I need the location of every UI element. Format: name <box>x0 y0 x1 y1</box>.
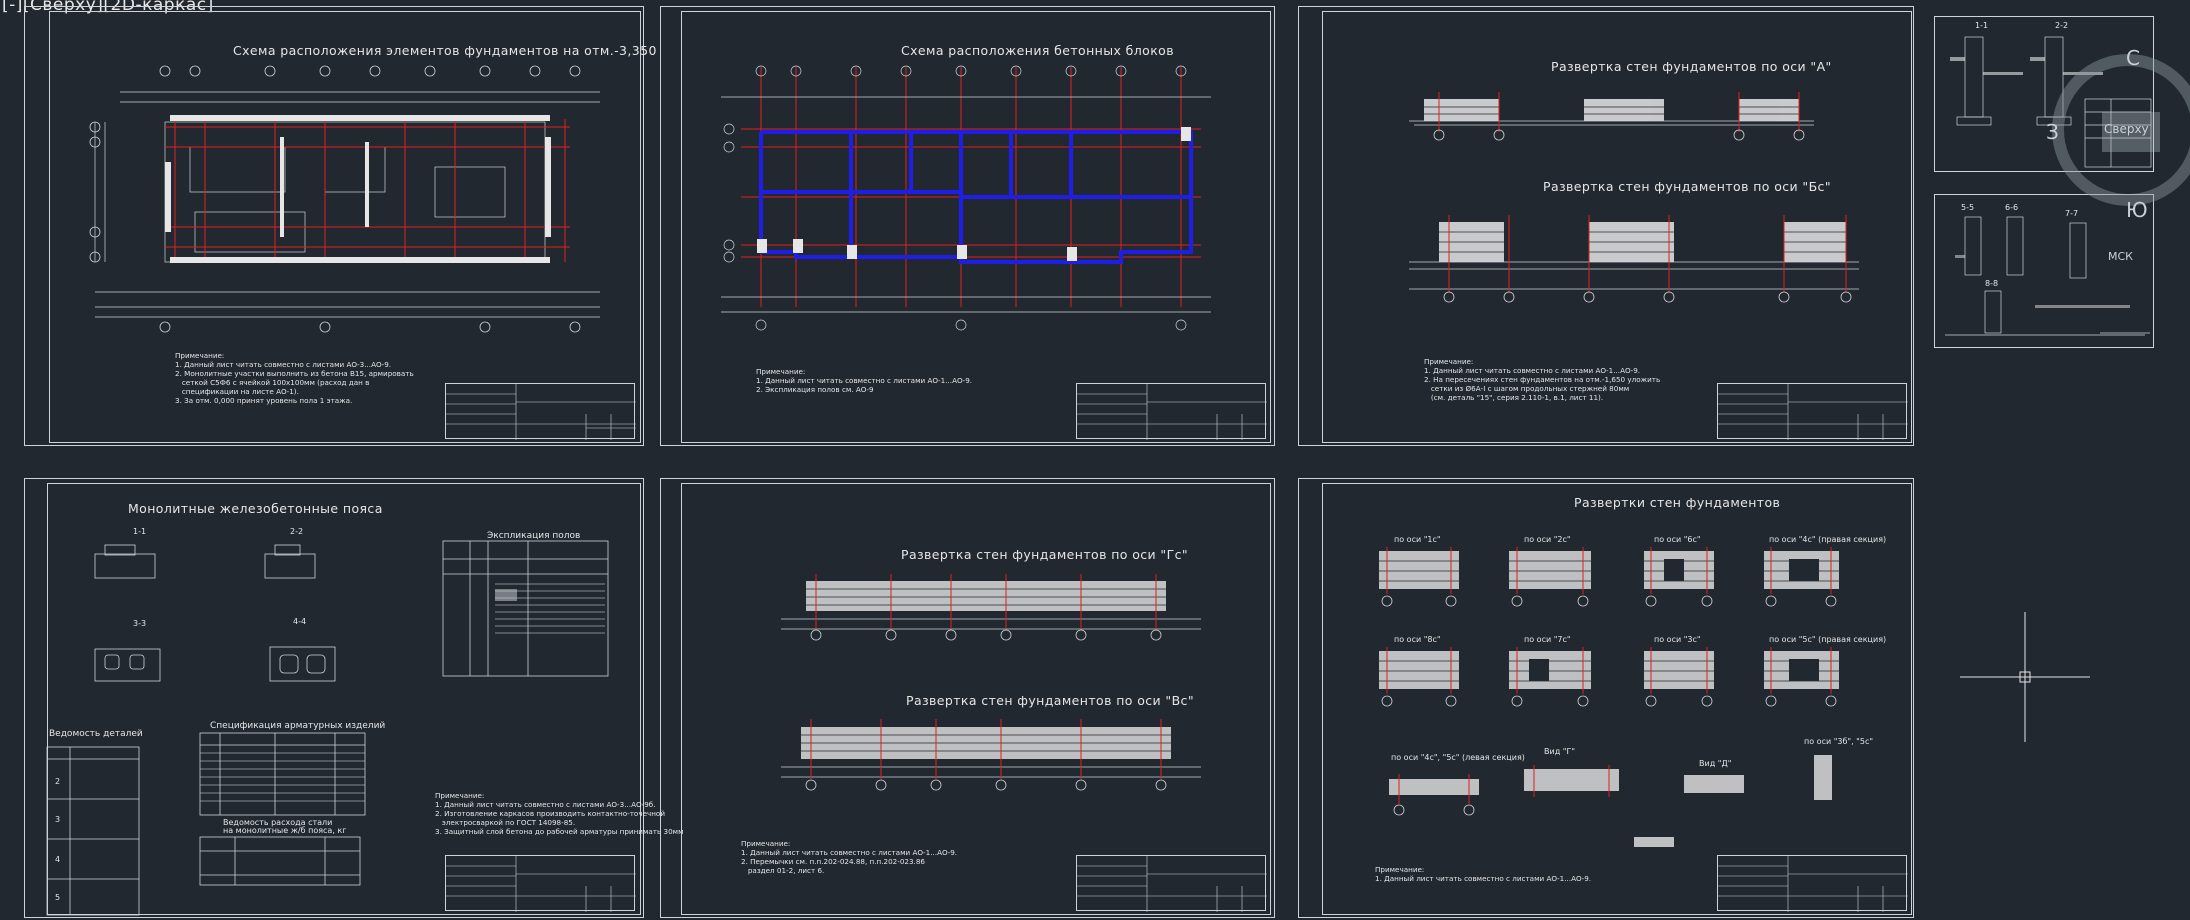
sheet-notes: Примечание: 1. Данный лист читать совмес… <box>435 791 684 836</box>
drawing-sheet-foundation-layout: Схема расположения элементов фундаментов… <box>24 6 656 446</box>
parts-row-5: 5 <box>55 893 61 902</box>
title-block-grid <box>1077 856 1267 912</box>
title-block-grid <box>446 384 636 440</box>
viewcube-ring[interactable] <box>2040 10 2190 280</box>
drawing-sheet-reinforced-belts: Монолитные железобетонные пояса 1-1 2-2 … <box>24 478 684 918</box>
drawing-sheet-small-sections-2: 5-5 6-6 7-7 8-8 <box>1934 194 2154 348</box>
section-label-1: 1-1 <box>133 527 147 536</box>
title-block-grid <box>446 856 636 912</box>
sheet-notes: Примечание: 1. Данный лист читать совмес… <box>756 367 973 394</box>
sheet-notes: Примечание: 1. Данный лист читать совмес… <box>1424 357 1661 402</box>
sheet-frame <box>49 11 641 443</box>
title-block <box>1076 855 1267 912</box>
title-block-grid <box>1077 384 1267 440</box>
drawing-sheet-wall-elevations: Развертки стен фундаментов по оси "1с" п… <box>1298 478 1914 918</box>
sheet-notes: Примечание: 1. Данный лист читать совмес… <box>1375 865 1592 883</box>
section-label-4: 4-4 <box>293 617 307 626</box>
sheet-notes: Примечание: 1. Данный лист читать совмес… <box>175 351 414 405</box>
compass-south[interactable]: Ю <box>2126 198 2148 222</box>
sheet-title: Развертка стен фундаментов по оси "Гс" <box>901 547 1189 562</box>
sheet-title: Схема расположения бетонных блоков <box>901 43 1174 58</box>
elevation-label-4c-5c-left: по оси "4с", "5с" (левая секция) <box>1391 753 1525 762</box>
wall-elevations-drawing <box>1379 547 1839 847</box>
sheet-title: Монолитные железобетонные пояса <box>128 501 383 516</box>
section-label-7-7: 7-7 <box>2065 209 2079 218</box>
viewcube-navigation[interactable]: С З Ю Сверху МСК <box>2040 10 2190 280</box>
view-label-d: Вид "Д" <box>1699 759 1732 768</box>
wall-elevation-drawing <box>1409 92 1859 303</box>
elevation-label-7c: по оси "7с" <box>1524 635 1571 644</box>
section-label-3: 3-3 <box>133 619 147 628</box>
sheet-title: Развертка стен фундаментов по оси "А" <box>1551 59 1832 74</box>
title-block <box>445 383 636 440</box>
steel-consumption-title: Ведомость расхода стали на монолитные ж/… <box>223 818 347 835</box>
small-sections-drawing-1 <box>1950 36 2152 168</box>
sheet-subtitle: Развертка стен фундаментов по оси "Бс" <box>1543 179 1831 194</box>
compass-north[interactable]: С <box>2126 46 2140 70</box>
drawing-sheet-concrete-blocks: Схема расположения бетонных блоков <box>660 6 1275 446</box>
section-label-8-8: 8-8 <box>1985 279 1999 288</box>
reinforcement-spec-title: Спецификация арматурных изделий <box>210 721 386 731</box>
sheet-frame <box>1322 483 1912 915</box>
section-label-5-5: 5-5 <box>1961 203 1975 212</box>
sheet-frame <box>681 11 1271 443</box>
belt-sections-drawing <box>46 540 609 916</box>
wall-elevation-gs-drawing <box>781 574 1201 791</box>
sheet-subtitle: Развертка стен фундаментов по оси "Вс" <box>906 693 1194 708</box>
small-sections-drawing-2 <box>1945 216 2150 336</box>
elevation-label-2c: по оси "2с" <box>1524 535 1571 544</box>
drawing-sheet-small-sections-1: 1-1 2-2 <box>1934 16 2154 172</box>
compass-west[interactable]: З <box>2046 120 2059 144</box>
sheet-title: Развертки стен фундаментов <box>1574 495 1781 510</box>
parts-row-2: 2 <box>55 777 61 786</box>
wcs-menu[interactable]: МСК <box>2108 250 2133 263</box>
viewcube-top-face[interactable]: Сверху <box>2104 122 2149 136</box>
sheet-frame <box>47 483 641 915</box>
crosshair-cursor <box>1960 612 2090 742</box>
elevation-label-6c: по оси "6с" <box>1654 535 1701 544</box>
section-label-1-1: 1-1 <box>1975 21 1989 30</box>
floor-explication-title: Экспликация полов <box>487 531 581 541</box>
parts-list-title: Ведомость деталей <box>49 729 143 739</box>
parts-row-4: 4 <box>55 855 61 864</box>
parts-row-3: 3 <box>55 815 61 824</box>
concrete-blocks-plan-drawing <box>721 65 1211 331</box>
section-label-6-6: 6-6 <box>2005 203 2019 212</box>
title-block <box>445 855 636 912</box>
elevation-label-5c-right: по оси "5с" (правая секция) <box>1769 635 1887 644</box>
title-block <box>1717 383 1908 440</box>
title-block-grid <box>1718 384 1908 440</box>
drawing-sheet-wall-elevation-a: Развертка стен фундаментов по оси "А" Ра… <box>1298 6 1914 446</box>
elevation-label-8c: по оси "8с" <box>1394 635 1441 644</box>
sheet-frame <box>1322 11 1912 443</box>
elevation-label-4c-right: по оси "4с" (правая секция) <box>1769 535 1887 544</box>
section-label-2-2: 2-2 <box>2055 21 2069 30</box>
sheet-notes: Примечание: 1. Данный лист читать совмес… <box>741 839 958 875</box>
drawing-sheet-wall-elevation-gs: Развертка стен фундаментов по оси "Гс" Р… <box>660 478 1275 918</box>
elevation-label-1c: по оси "1с" <box>1394 535 1441 544</box>
title-block <box>1076 383 1267 440</box>
title-block <box>1717 855 1908 912</box>
sheet-frame <box>681 483 1271 915</box>
view-label-g: Вид "Г" <box>1544 747 1575 756</box>
section-label-2: 2-2 <box>290 527 304 536</box>
foundation-plan-drawing <box>89 65 600 333</box>
elevation-label-3b-5c: по оси "3б", "5с" <box>1804 737 1874 746</box>
sheet-title: Схема расположения элементов фундаментов… <box>233 43 657 58</box>
title-block-grid <box>1718 856 1908 912</box>
elevation-label-3c: по оси "3с" <box>1654 635 1701 644</box>
